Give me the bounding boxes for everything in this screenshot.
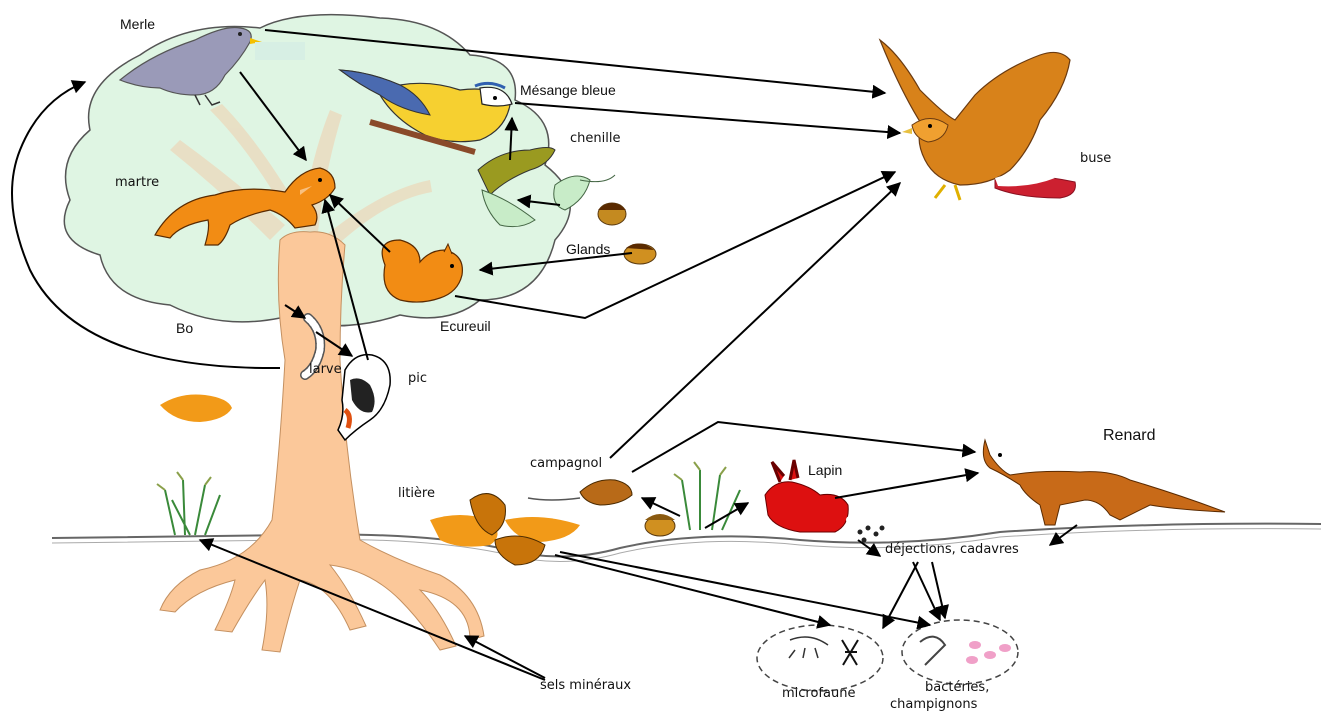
label-microfaune: microfaune bbox=[782, 686, 855, 702]
arrow-dejections-microfaune bbox=[883, 562, 918, 628]
arrow-dejections-bacteries-2 bbox=[913, 562, 940, 620]
microfaune-icon bbox=[757, 625, 883, 691]
label-bois: Bo bbox=[176, 320, 193, 336]
label-chenille: chenille bbox=[570, 131, 620, 147]
label-dejections: déjections, cadavres bbox=[885, 542, 1019, 558]
label-merle: Merle bbox=[120, 16, 155, 32]
arrow-mesange-buse bbox=[515, 103, 900, 133]
ground-line bbox=[52, 524, 1321, 557]
label-martre: martre bbox=[115, 175, 159, 191]
label-ecureuil: Ecureuil bbox=[440, 318, 491, 334]
arrow-sels-arbre bbox=[465, 636, 545, 678]
glands-small-icon bbox=[645, 514, 675, 536]
label-lapin: Lapin bbox=[808, 462, 842, 478]
arrow-litiere-microfaune bbox=[555, 555, 830, 625]
arrow-lapin-renard bbox=[835, 473, 978, 498]
label-renard: Renard bbox=[1103, 428, 1155, 444]
arrow-dejections-bacteries bbox=[932, 562, 945, 618]
label-sels: sels minéraux bbox=[540, 678, 631, 694]
arrow-litiere-bacteries bbox=[560, 552, 930, 625]
dejections-icon bbox=[858, 526, 885, 543]
label-glands: Glands bbox=[566, 241, 610, 257]
label-litiere: litière bbox=[398, 486, 435, 502]
label-campagnol: campagnol bbox=[530, 456, 602, 472]
label-bacteries-2: champignons bbox=[890, 697, 977, 713]
arrow-campagnol-renard bbox=[632, 422, 975, 472]
pic-icon bbox=[338, 355, 390, 440]
renard-icon bbox=[983, 440, 1225, 525]
arrow-herbe-lapin bbox=[705, 503, 748, 528]
label-pic: pic bbox=[408, 371, 427, 387]
label-mesange: Mésange bleue bbox=[520, 82, 616, 98]
bacteries-icon bbox=[902, 620, 1018, 684]
label-buse: buse bbox=[1080, 151, 1111, 167]
label-bacteries-1: bactéries, bbox=[925, 680, 989, 696]
campagnol-icon bbox=[528, 480, 632, 505]
buse-icon bbox=[880, 40, 1075, 200]
arrow-campagnol-buse bbox=[610, 183, 900, 458]
label-larve: larve bbox=[309, 362, 342, 378]
arrow-gland-campagnol bbox=[642, 498, 680, 516]
